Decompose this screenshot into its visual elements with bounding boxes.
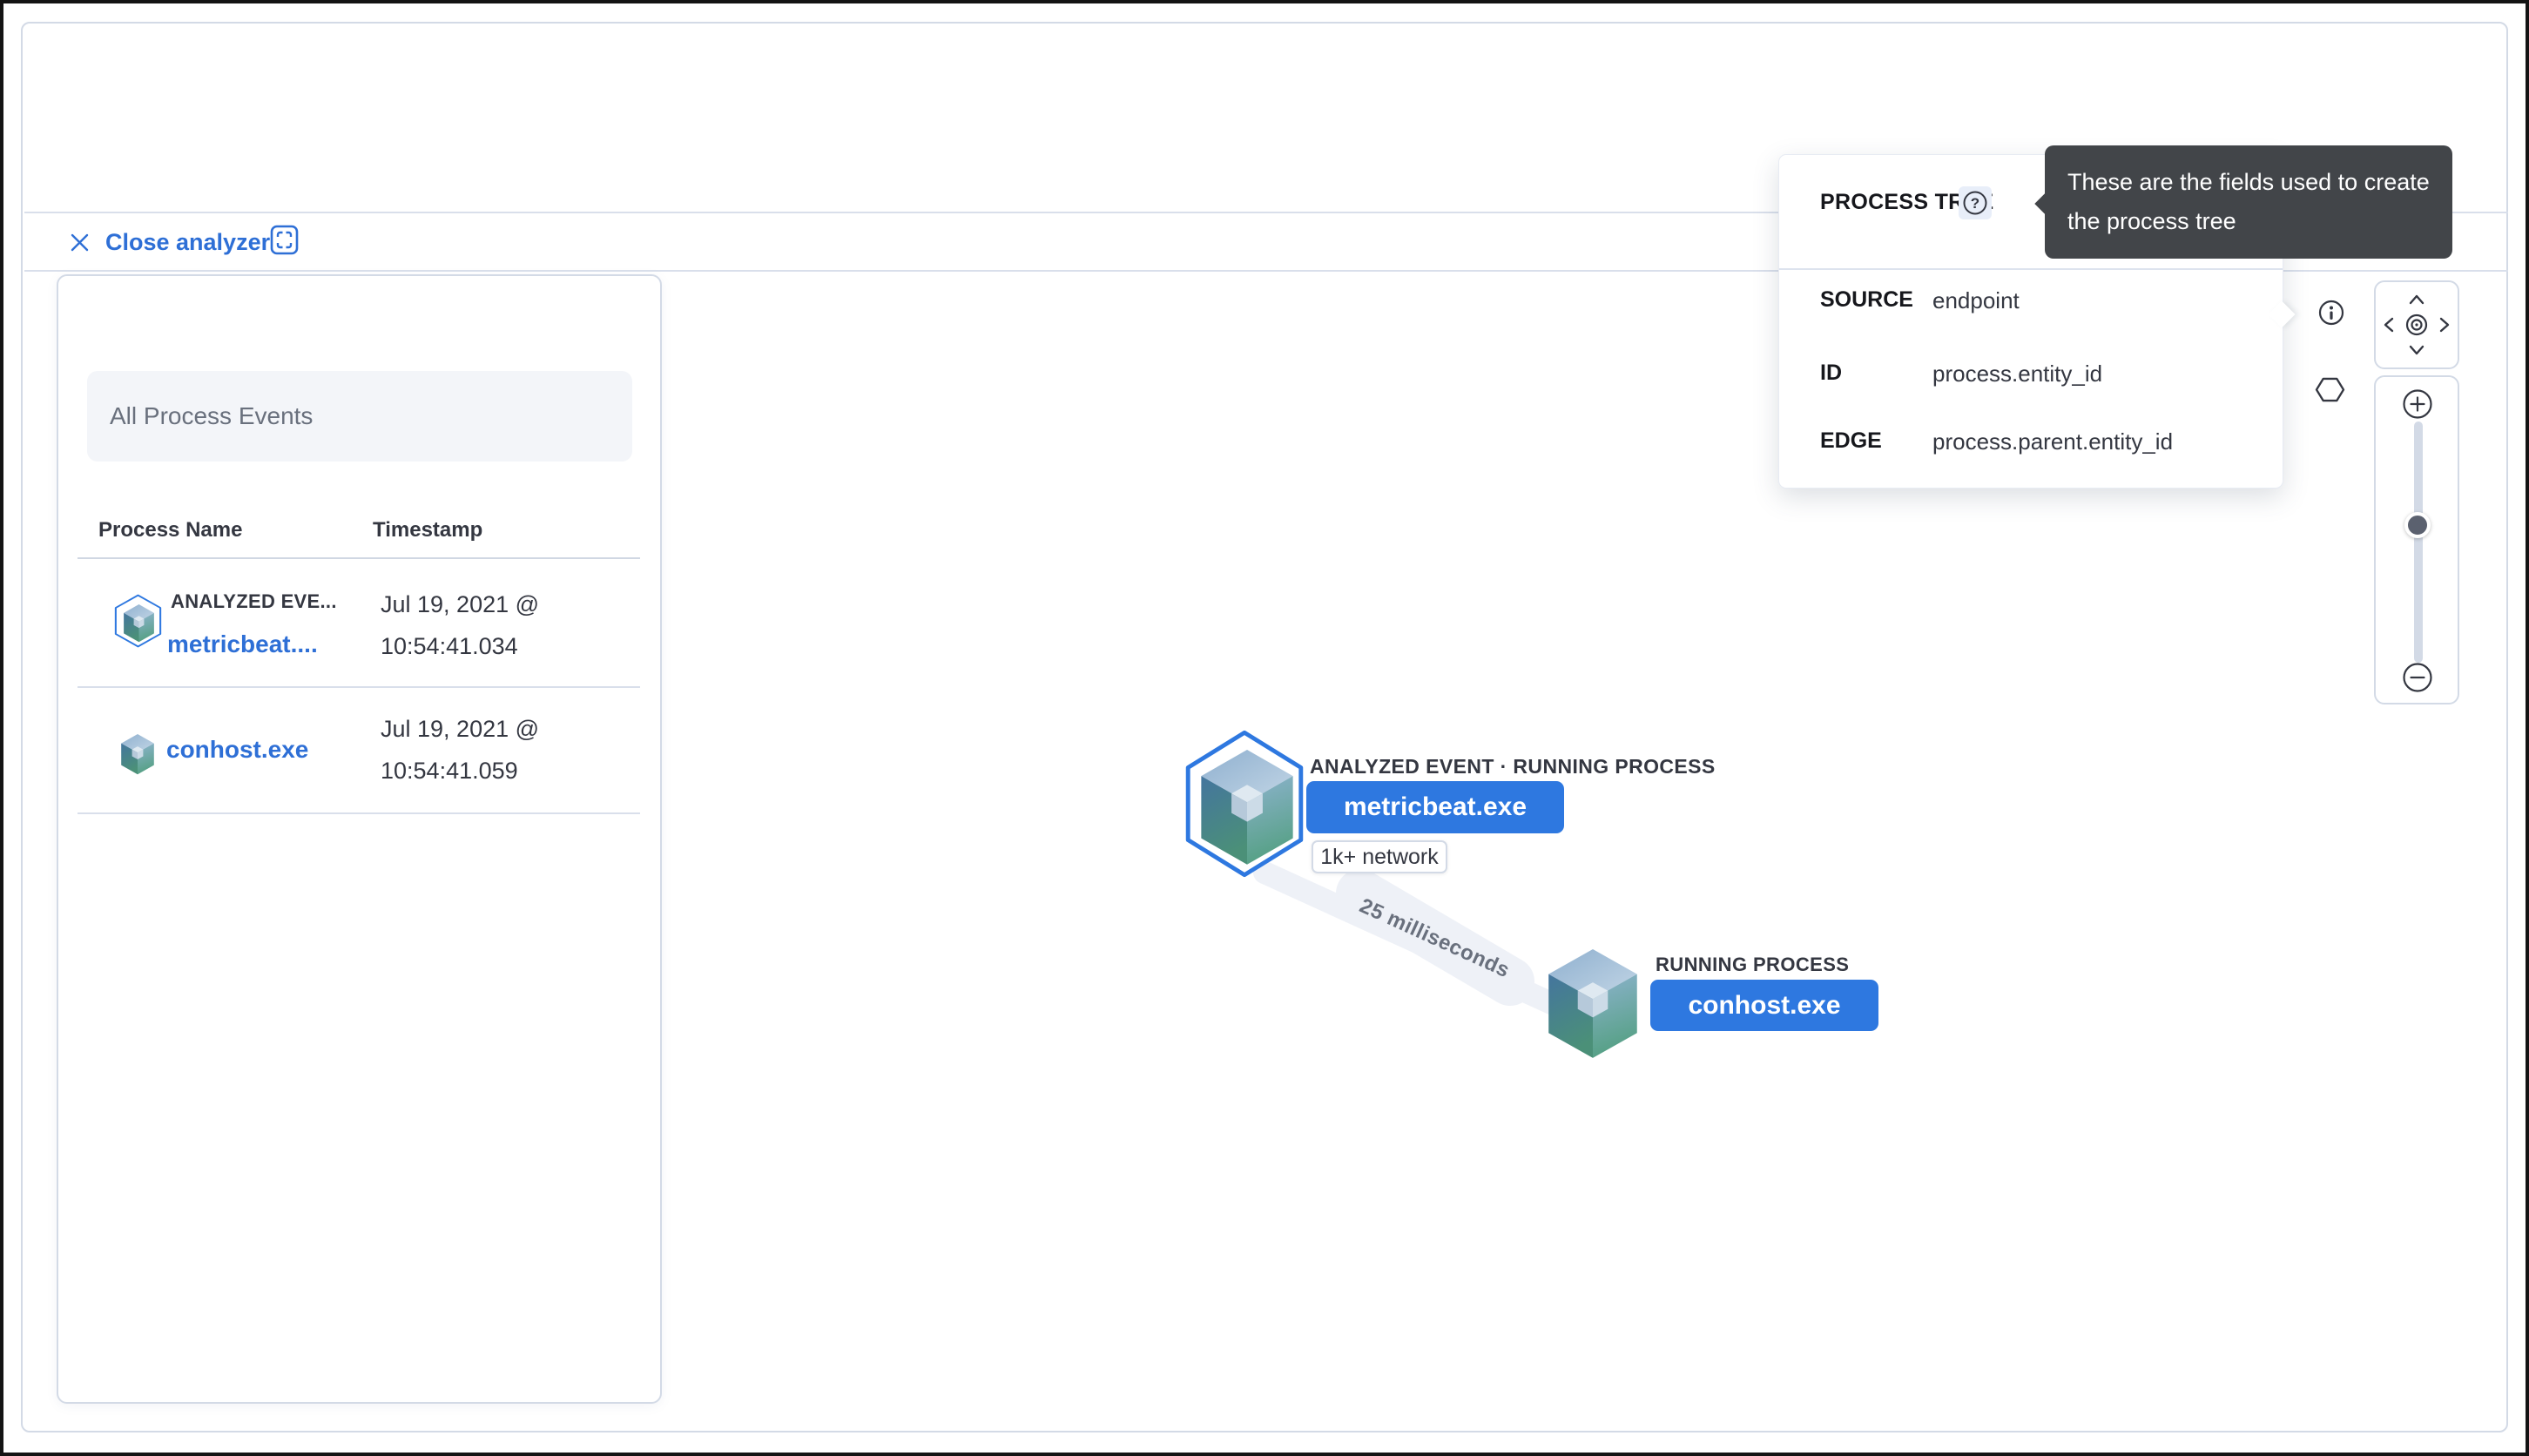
zoom-out-button[interactable] <box>2402 662 2433 693</box>
process-cube-icon <box>121 734 154 775</box>
column-header-timestamp: Timestamp <box>373 518 483 542</box>
close-icon <box>71 233 89 251</box>
process-name-link[interactable]: metricbeat.... <box>167 630 318 657</box>
row-divider <box>78 686 640 688</box>
tooltip-line-2: the process tree <box>2067 208 2236 234</box>
event-filter-select[interactable]: All Process Events <box>87 371 632 462</box>
analyzed-event-badge: ANALYZED EVE... <box>171 590 337 612</box>
pan-up-button[interactable] <box>2409 294 2424 305</box>
network-events-badge[interactable]: 1k+ network <box>1312 840 1447 873</box>
conhost-cube-icon[interactable] <box>1546 949 1640 1060</box>
column-header-process-name: Process Name <box>98 518 243 542</box>
help-icon[interactable]: ? <box>1959 186 1992 219</box>
event-filter-label: All Process Events <box>110 402 314 429</box>
zoom-in-button[interactable] <box>2402 388 2433 420</box>
metricbeat-node-button[interactable]: metricbeat.exe <box>1306 781 1564 833</box>
field-value: process.entity_id <box>1932 361 2103 387</box>
table-header-divider <box>78 557 640 559</box>
field-label: EDGE <box>1820 428 1882 453</box>
field-label: SOURCE <box>1820 287 1913 312</box>
popover-divider <box>1779 268 2283 270</box>
timestamp-date: Jul 19, 2021 @ <box>381 716 540 742</box>
timestamp-time: 10:54:41.059 <box>381 758 518 784</box>
center-graph-button[interactable] <box>2405 313 2428 336</box>
node-kind-label: RUNNING PROCESS <box>1656 954 1850 975</box>
field-value: endpoint <box>1932 287 2020 313</box>
process-cube-icon <box>124 604 154 643</box>
zoom-control <box>2374 375 2459 704</box>
field-label: ID <box>1820 361 1842 385</box>
pan-control <box>2374 280 2459 369</box>
process-events-card <box>57 274 662 1404</box>
close-analyzer-label: Close analyzer <box>105 228 271 255</box>
timestamp-date: Jul 19, 2021 @ <box>381 591 540 617</box>
field-value: process.parent.entity_id <box>1932 428 2174 455</box>
pan-down-button[interactable] <box>2409 345 2424 355</box>
nodes-legend-hexagon-icon[interactable] <box>2315 376 2345 403</box>
timestamp-time: 10:54:41.034 <box>381 633 518 659</box>
metricbeat-cube-icon[interactable] <box>1198 750 1296 866</box>
node-kind-label: ANALYZED EVENT · RUNNING PROCESS <box>1310 755 1716 778</box>
schema-info-icon[interactable] <box>2317 299 2345 327</box>
row-divider <box>78 812 640 814</box>
toolbar-divider <box>24 270 2508 272</box>
pan-right-button[interactable] <box>2439 317 2450 333</box>
zoom-slider-thumb[interactable] <box>2404 512 2431 538</box>
top-divider <box>24 212 2508 213</box>
fullscreen-icon[interactable] <box>270 225 299 255</box>
close-analyzer-button[interactable]: Close analyzer <box>68 226 270 258</box>
question-circle-icon: ? <box>1963 191 1987 215</box>
conhost-node-button[interactable]: conhost.exe <box>1650 980 1878 1031</box>
zoom-slider-track[interactable] <box>2414 421 2423 663</box>
process-tree-tooltip: These are the fields used to create the … <box>2034 145 2452 259</box>
process-name-link[interactable]: conhost.exe <box>166 736 309 763</box>
pan-left-button[interactable] <box>2384 317 2394 333</box>
svg-text:?: ? <box>1971 195 1979 212</box>
tooltip-line-1: These are the fields used to create <box>2067 169 2430 195</box>
